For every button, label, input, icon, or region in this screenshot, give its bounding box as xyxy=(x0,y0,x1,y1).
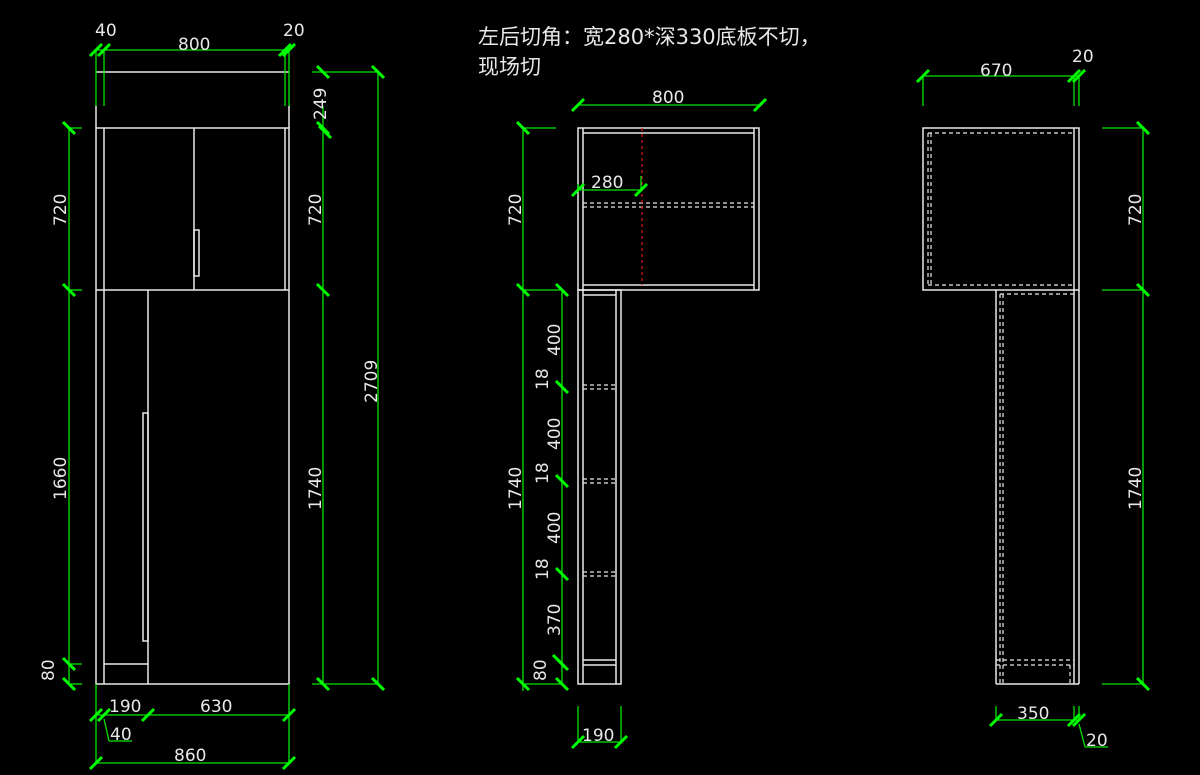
dim-bottom-right: 630 xyxy=(200,697,232,717)
dim-side-depth: 190 xyxy=(582,726,614,746)
dim-right-upper-height: 720 xyxy=(1126,194,1146,226)
dim-side-plinth: 80 xyxy=(531,659,551,681)
dim-side-upper-height: 720 xyxy=(506,194,526,226)
dim-board-2: 18 xyxy=(533,462,553,484)
front-dimension-labels: 40 800 20 249 720 720 1660 1740 2709 80 … xyxy=(39,21,382,766)
right-dimension-labels: 670 20 720 1740 350 20 xyxy=(980,47,1146,751)
dim-shelf-1: 400 xyxy=(545,324,565,356)
dim-top-gap: 249 xyxy=(311,88,331,120)
dim-right-offset-top: 20 xyxy=(1072,47,1094,67)
dim-cut-width: 280 xyxy=(591,173,623,193)
cut-corner-note: 左后切角：宽280*深330底板不切， 现场切 xyxy=(478,22,821,82)
side-dimensions xyxy=(515,97,768,750)
dim-shelf-2: 400 xyxy=(545,418,565,450)
dim-total-width: 860 xyxy=(174,746,206,766)
dim-total-height: 2709 xyxy=(362,360,382,403)
dim-right-offset: 20 xyxy=(283,21,305,41)
right-view: 670 20 720 1740 350 20 xyxy=(915,47,1151,751)
dim-board-3: 18 xyxy=(533,558,553,580)
dim-side-lower-height: 1740 xyxy=(506,467,526,510)
upper-door-handle xyxy=(193,229,200,277)
front-view: 40 800 20 249 720 720 1660 1740 2709 80 … xyxy=(39,21,386,771)
dim-right-lower-height: 1740 xyxy=(1126,467,1146,510)
dim-plinth: 80 xyxy=(39,659,59,681)
dim-upper-height-left: 720 xyxy=(51,194,71,226)
dim-shelf-4: 370 xyxy=(545,604,565,636)
note-line-2: 现场切 xyxy=(478,55,541,79)
dim-shelf-3: 400 xyxy=(545,512,565,544)
note-line-1: 左后切角：宽280*深330底板不切， xyxy=(478,25,821,49)
dim-bottom-offset: 40 xyxy=(110,725,132,745)
dim-width-top: 800 xyxy=(178,35,210,55)
front-dimensions xyxy=(61,42,386,771)
dim-right-width: 670 xyxy=(980,61,1012,81)
dim-right-bottom-width: 350 xyxy=(1017,704,1049,724)
dim-right-offset-bottom: 20 xyxy=(1086,731,1108,751)
side-view: 800 280 720 1740 400 18 400 18 400 18 37… xyxy=(506,88,768,750)
dim-left-offset: 40 xyxy=(95,21,117,41)
dim-lower-height-right: 1740 xyxy=(306,467,326,510)
dim-upper-height-right: 720 xyxy=(306,194,326,226)
right-cabinet-outline xyxy=(922,127,1080,685)
lower-door-handle xyxy=(142,412,149,642)
dim-board-1: 18 xyxy=(533,368,553,390)
side-dimension-labels: 800 280 720 1740 400 18 400 18 400 18 37… xyxy=(506,88,684,746)
dim-bottom-left: 190 xyxy=(109,697,141,717)
right-dimensions xyxy=(915,68,1151,748)
dim-lower-height-left: 1660 xyxy=(51,457,71,500)
front-cabinet-outline xyxy=(95,71,290,685)
side-cabinet-outline xyxy=(577,127,760,685)
dim-side-width: 800 xyxy=(652,88,684,108)
